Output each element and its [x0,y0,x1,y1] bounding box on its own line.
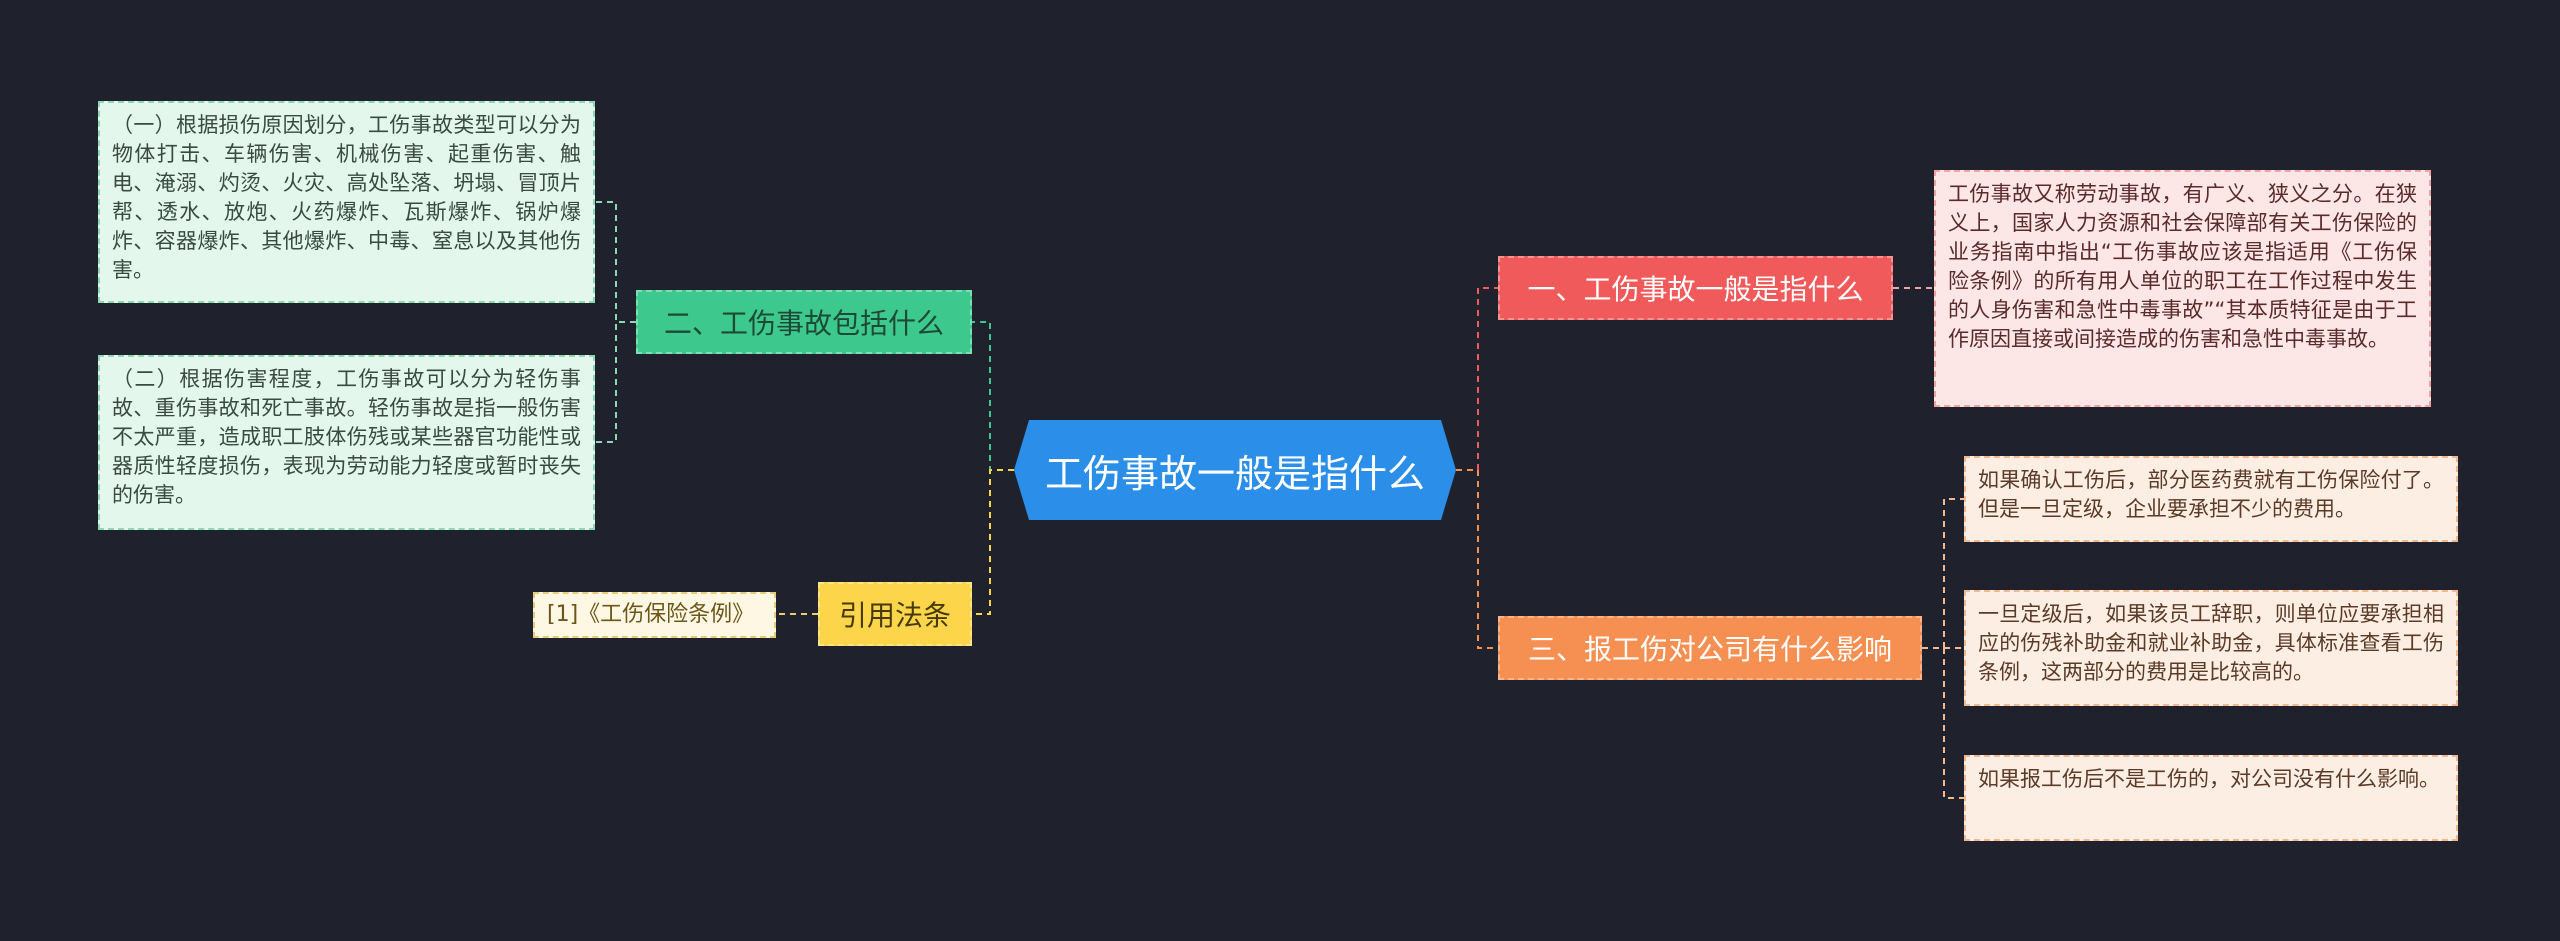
link-root-law [972,469,1014,615]
link-types-leaf1 [595,201,636,323]
leaf-types-1[interactable]: （一）根据损伤原因划分，工伤事故类型可以分为物体打击、车辆伤害、机械伤害、起重伤… [98,101,595,303]
leaf-definition-1-text: 工伤事故又称劳动事故，有广义、狭义之分。在狭义上，国家人力资源和社会保障部有关工… [1948,182,2417,351]
link-impact-leaf1 [1922,498,1964,649]
link-types-leaf2 [595,321,636,443]
leaf-impact-1[interactable]: 如果确认工伤后，部分医药费就有工伤保险付了。但是一旦定级，企业要承担不少的费用。 [1964,456,2458,542]
leaf-law-1-text: [1]《工伤保险条例》 [547,602,755,627]
link-root-impact [1456,469,1498,649]
leaf-impact-3[interactable]: 如果报工伤后不是工伤的，对公司没有什么影响。 [1964,755,2458,841]
link-impact-leaf3 [1922,647,1964,799]
leaf-types-1-text: （一）根据损伤原因划分，工伤事故类型可以分为物体打击、车辆伤害、机械伤害、起重伤… [112,113,581,282]
leaf-impact-2-text: 一旦定级后，如果该员工辞职，则单位应要承担相应的伤残补助金和就业补助金，具体标准… [1978,602,2444,684]
link-root-definition [1456,287,1498,471]
leaf-types-2-text: （二）根据伤害程度，工伤事故可以分为轻伤事故、重伤事故和死亡事故。轻伤事故是指一… [112,367,581,507]
leaf-types-2[interactable]: （二）根据伤害程度，工伤事故可以分为轻伤事故、重伤事故和死亡事故。轻伤事故是指一… [98,355,595,530]
branch-impact-label: 三、报工伤对公司有什么影响 [1527,633,1892,666]
leaf-impact-2[interactable]: 一旦定级后，如果该员工辞职，则单位应要承担相应的伤残补助金和就业补助金，具体标准… [1964,590,2458,706]
branch-types-label: 二、工伤事故包括什么 [663,307,944,340]
branch-law-label: 引用法条 [838,599,951,632]
branch-impact[interactable]: 三、报工伤对公司有什么影响 [1498,616,1922,680]
leaf-law-1[interactable]: [1]《工伤保险条例》 [533,592,776,638]
root-topic[interactable]: 工伤事故一般是指什么 [1014,420,1456,520]
link-root-types [972,321,1014,471]
leaf-impact-1-text: 如果确认工伤后，部分医药费就有工伤保险付了。但是一旦定级，企业要承担不少的费用。 [1978,468,2444,521]
root-topic-label: 工伤事故一般是指什么 [1044,451,1425,496]
leaf-impact-3-text: 如果报工伤后不是工伤的，对公司没有什么影响。 [1978,767,2440,791]
leaf-definition-1[interactable]: 工伤事故又称劳动事故，有广义、狭义之分。在狭义上，国家人力资源和社会保障部有关工… [1934,170,2431,407]
branch-definition-label: 一、工伤事故一般是指什么 [1527,273,1864,306]
branch-definition[interactable]: 一、工伤事故一般是指什么 [1498,256,1893,320]
branch-law[interactable]: 引用法条 [818,582,972,646]
branch-types[interactable]: 二、工伤事故包括什么 [636,290,972,354]
